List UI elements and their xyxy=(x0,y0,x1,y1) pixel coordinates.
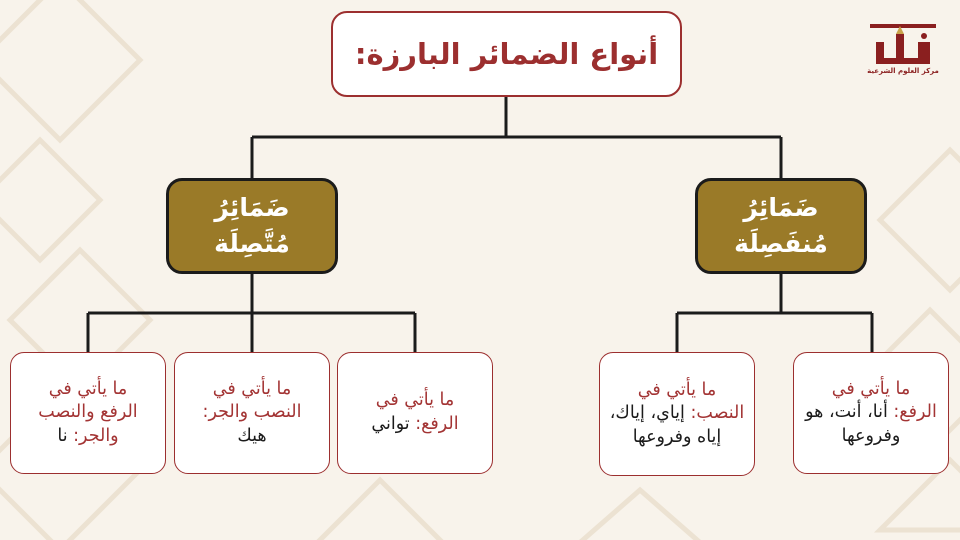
leaf-raf-nasb-jar: ما يأتي في الرفع والنصب والجر: نا xyxy=(10,352,166,474)
leaf-label: النصب: xyxy=(690,403,745,424)
leaf-label: الرفع: xyxy=(415,414,459,434)
leaf-nasb-munfasil: ما يأتي في النصب: إياي، إياك، إياه وفروع… xyxy=(599,352,755,476)
category-muttasila-line2: مُتَّصِلَة xyxy=(214,229,290,258)
logo-subtitle: مركز العلوم الشرعية xyxy=(867,67,939,75)
category-muttasila: ضَمَائِرُ مُتَّصِلَة xyxy=(166,178,338,274)
ihkam-logo-icon xyxy=(870,24,936,64)
leaf-value: إياي، إياك، إياه وفروعها xyxy=(609,403,722,447)
leaf-prefix: ما يأتي في xyxy=(48,378,128,399)
leaf-value: أنا، أنت، هو وفروعها xyxy=(805,402,901,446)
leaf-raf-munfasil: ما يأتي في الرفع: أنا، أنت، هو وفروعها xyxy=(793,352,949,474)
leaf-nasb-jar: ما يأتي في النصب والجر: هيك xyxy=(174,352,330,474)
leaf-label: الرفع: xyxy=(893,402,937,423)
leaf-value: تواني xyxy=(371,414,410,434)
leaf-raf-muttasil: ما يأتي في الرفع: تواني xyxy=(337,352,493,474)
leaf-label: النصب والجر: xyxy=(202,402,302,423)
category-munfasila: ضَمَائِرُ مُنفَصِلَة xyxy=(695,178,867,274)
leaf-value: هيك xyxy=(237,425,267,446)
leaf-prefix: ما يأتي في xyxy=(375,390,455,411)
category-munfasila-line2: مُنفَصِلَة xyxy=(734,229,828,258)
diagram-title: أنواع الضمائر البارزة: xyxy=(331,11,682,97)
category-muttasila-line1: ضَمَائِرُ xyxy=(214,192,290,222)
leaf-prefix: ما يأتي في xyxy=(831,378,911,399)
leaf-prefix: ما يأتي في xyxy=(212,378,292,399)
leaf-label: الرفع والنصب والجر: xyxy=(38,402,138,446)
category-munfasila-line1: ضَمَائِرُ xyxy=(743,192,819,222)
leaf-value: نا xyxy=(57,425,68,446)
leaf-prefix: ما يأتي في xyxy=(637,379,717,400)
